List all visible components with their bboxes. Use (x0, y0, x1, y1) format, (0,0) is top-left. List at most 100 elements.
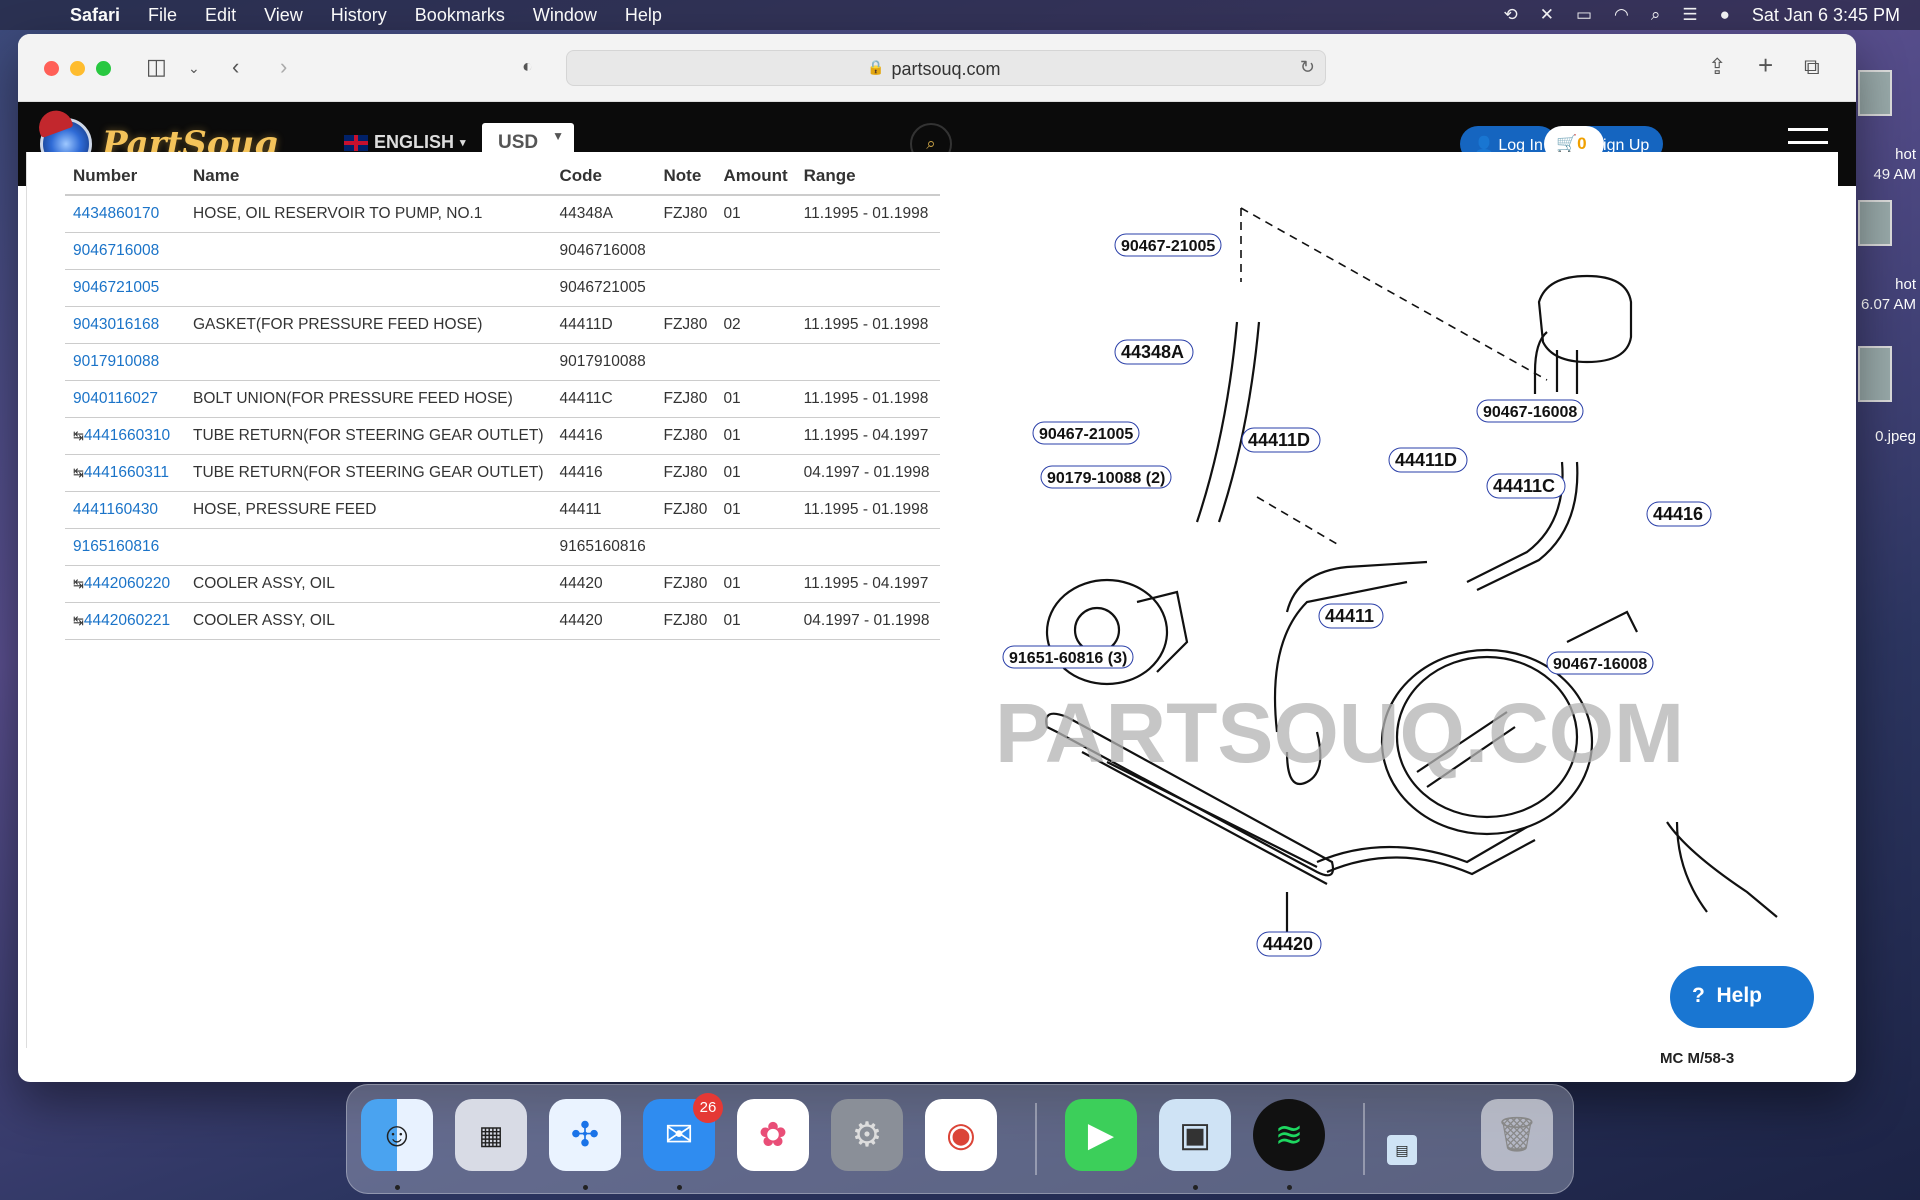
column-header-note[interactable]: Note (655, 154, 716, 196)
part-number-link[interactable]: 9043016168 (65, 306, 185, 344)
part-number-link[interactable]: 9017910088 (65, 343, 185, 381)
spotlight-search-icon[interactable]: ⌕ (1650, 5, 1661, 24)
zoom-window-button[interactable] (96, 61, 111, 76)
callout-label[interactable]: 90467-21005 (1039, 426, 1133, 443)
language-selector[interactable]: ENGLISH ▾ (344, 132, 466, 153)
part-number-link-text[interactable]: 4441660311 (83, 464, 169, 481)
callout-label[interactable]: 90467-16008 (1553, 656, 1647, 673)
part-number-link-text[interactable]: 4441660310 (83, 427, 171, 444)
minimize-window-button[interactable] (70, 61, 85, 76)
callout-label[interactable]: 44420 (1263, 934, 1313, 954)
battery-icon[interactable]: ▭ (1575, 5, 1592, 24)
callout-label[interactable]: 44411 (1325, 606, 1374, 626)
part-number-link[interactable]: ↹4442060220 (65, 565, 185, 603)
desktop-file-thumbnail[interactable] (1858, 346, 1892, 402)
menu-help[interactable]: Help (624, 4, 662, 25)
part-number-link[interactable]: 4441160430 (65, 491, 185, 529)
dock-chrome[interactable]: ◉ (925, 1099, 997, 1171)
menu-view[interactable]: View (264, 4, 303, 25)
part-number-link-text[interactable]: 9046716008 (73, 242, 160, 259)
siri-icon[interactable]: ● (1719, 5, 1730, 24)
address-bar[interactable]: 🔒 partsouq.com ↻ (566, 50, 1326, 86)
menu-clock[interactable]: Sat Jan 6 3:45 PM (1751, 4, 1900, 25)
part-number-link[interactable]: 9046716008 (65, 232, 185, 270)
part-amount-cell (715, 343, 796, 381)
reload-icon[interactable]: ↻ (1299, 57, 1315, 77)
search-icon: ⌕ (926, 134, 936, 153)
column-header-name[interactable]: Name (185, 154, 552, 196)
column-header-amount[interactable]: Amount (715, 154, 796, 196)
callout-label[interactable]: 90467-21005 (1121, 238, 1215, 255)
sidebar-toggle-icon[interactable]: ◫ (146, 54, 167, 79)
part-code-text: 44416 (559, 464, 603, 481)
part-number-link[interactable]: 4434860170 (65, 195, 185, 233)
dock-trash[interactable]: 🗑 (1481, 1099, 1553, 1171)
part-number-link-text[interactable]: 9046721005 (73, 279, 160, 296)
gear-icon: ⚙ (851, 1116, 883, 1154)
dock-facetime[interactable]: ▶ (1065, 1099, 1137, 1171)
menu-history[interactable]: History (330, 4, 387, 25)
dock-preview[interactable]: ▣ (1159, 1099, 1231, 1171)
part-number-link[interactable]: ↹4441660310 (65, 417, 185, 455)
part-number-link[interactable]: ↹4441660311 (65, 454, 185, 492)
dock-launchpad[interactable]: ▦ (455, 1099, 527, 1171)
part-name-text: TUBE RETURN(FOR STEERING GEAR OUTLET) (193, 464, 544, 481)
dock-spotify[interactable]: ≋ (1253, 1099, 1325, 1171)
cart-count: 0 (1577, 134, 1587, 153)
callout-label[interactable]: 44348A (1121, 342, 1184, 362)
callout-label[interactable]: 44411D (1248, 430, 1310, 450)
privacy-shield-icon[interactable]: ◐ (522, 56, 533, 76)
menu-file[interactable]: File (148, 4, 178, 25)
part-number-link-text[interactable]: 9017910088 (73, 353, 160, 370)
dock-safari[interactable]: ✣ (549, 1099, 621, 1171)
menu-app-name[interactable]: Safari (70, 4, 121, 25)
help-button[interactable]: ? Help (1670, 966, 1814, 1028)
callout-label[interactable]: 90467-16008 (1483, 404, 1577, 421)
wifi-icon[interactable]: ◠ (1614, 5, 1629, 24)
menu-bookmarks[interactable]: Bookmarks (414, 4, 505, 25)
column-header-range[interactable]: Range (795, 154, 940, 196)
part-number-link-text[interactable]: 4442060220 (83, 575, 171, 592)
menu-edit[interactable]: Edit (205, 4, 237, 25)
share-icon[interactable]: ⇪ (1708, 54, 1727, 79)
part-amount-text: 01 (723, 575, 741, 592)
part-number-link[interactable]: 9165160816 (65, 528, 185, 566)
callout-label[interactable]: 90179-10088 (2) (1047, 470, 1165, 487)
part-number-link-text[interactable]: 9165160816 (73, 538, 160, 555)
menu-window[interactable]: Window (532, 4, 597, 25)
part-number-link-text[interactable]: 4434860170 (73, 205, 160, 223)
callout-label[interactable]: 91651-60816 (3) (1009, 650, 1127, 667)
callout-label[interactable]: 44411C (1493, 476, 1555, 496)
part-number-link-text[interactable]: 4442060221 (83, 612, 171, 629)
dock-system-preferences[interactable]: ⚙ (831, 1099, 903, 1171)
part-number-link-text[interactable]: 9043016168 (73, 316, 160, 333)
bluetooth-icon[interactable]: ✕ (1539, 5, 1554, 24)
callout-label[interactable]: 44416 (1653, 504, 1703, 524)
chevron-down-icon[interactable]: ⌄ (188, 60, 200, 76)
back-button[interactable]: ‹ (232, 54, 240, 79)
part-number-link[interactable]: 9040116027 (65, 380, 185, 418)
tab-overview-icon[interactable]: ⧉ (1804, 54, 1820, 79)
forward-button[interactable]: › (280, 54, 288, 79)
part-range-cell: 04.1997 - 01.1998 (795, 454, 940, 492)
column-header-code[interactable]: Code (551, 154, 656, 196)
parts-diagram[interactable]: PARTSOUQ.COM 90467-21005 44348A 90467-21… (987, 172, 1807, 992)
control-center-icon[interactable]: ☰ (1682, 5, 1698, 24)
part-number-link-text[interactable]: 9040116027 (73, 390, 159, 407)
close-window-button[interactable] (44, 61, 59, 76)
dock-photos[interactable]: ✿ (737, 1099, 809, 1171)
part-number-link[interactable]: 9046721005 (65, 269, 185, 307)
part-name-cell: BOLT UNION(FOR PRESSURE FEED HOSE) (185, 380, 552, 418)
dock-finder[interactable]: ☺ (361, 1099, 433, 1171)
column-header-number[interactable]: Number (65, 154, 185, 196)
desktop-file-thumbnail[interactable] (1858, 200, 1892, 246)
new-tab-button[interactable]: + (1758, 50, 1774, 80)
caret-down-icon: ▼ (552, 129, 564, 143)
time-machine-icon[interactable]: ⟲ (1503, 5, 1518, 24)
part-number-link[interactable]: ↹4442060221 (65, 602, 185, 640)
url-text[interactable]: partsouq.com (891, 59, 1001, 79)
dock-downloads[interactable]: ▤ (1387, 1135, 1417, 1165)
callout-label[interactable]: 44411D (1395, 450, 1457, 470)
part-number-link-text[interactable]: 4441160430 (73, 501, 159, 518)
desktop-file-thumbnail[interactable] (1858, 70, 1892, 116)
